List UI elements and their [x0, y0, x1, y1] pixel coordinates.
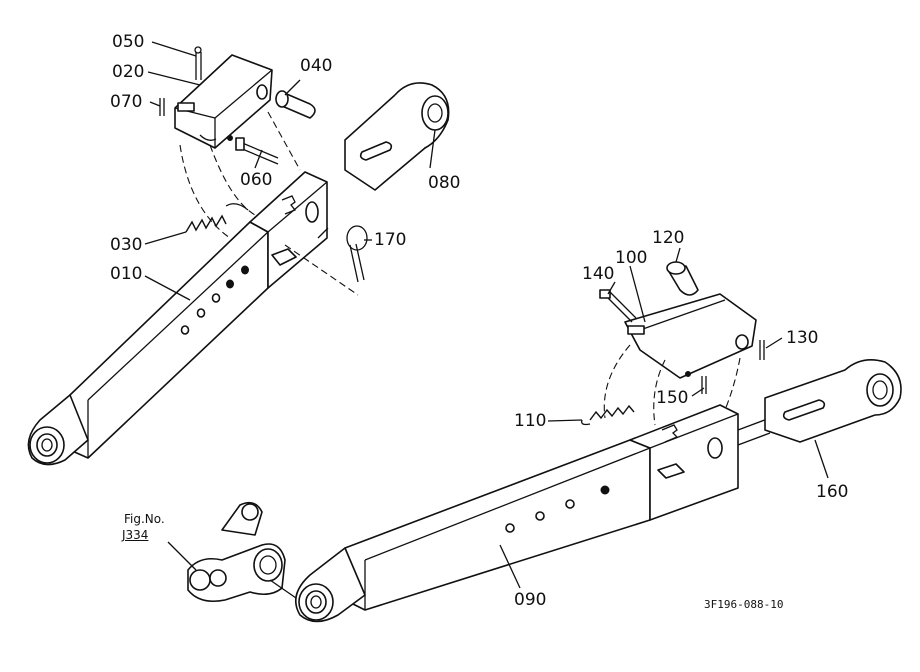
- fig-ref-label: Fig.No.: [124, 512, 165, 526]
- callout-010: 010: [110, 264, 143, 284]
- callout-110: 110: [514, 411, 547, 431]
- callout-020: 020: [112, 62, 145, 82]
- lower-link-right: [294, 404, 771, 623]
- latch-bracket-right: [624, 293, 757, 379]
- callout-040: 040: [300, 56, 333, 76]
- clevis-end-160: [764, 359, 902, 443]
- callout-060: 060: [240, 170, 273, 190]
- callout-130: 130: [786, 328, 819, 348]
- split-pin-130: [759, 340, 765, 360]
- callout-160: 160: [816, 482, 849, 502]
- callout-170: 170: [374, 230, 407, 250]
- split-pin-070: [159, 98, 165, 116]
- pin-120: [666, 261, 699, 296]
- spring-030: [185, 203, 249, 233]
- callout-140: 140: [582, 264, 615, 284]
- pin-040: [275, 90, 316, 119]
- callout-100: 100: [615, 248, 648, 268]
- callout-070: 070: [110, 92, 143, 112]
- split-pin-050: [194, 46, 202, 80]
- drawing-code: 3F196-088-10: [704, 598, 784, 611]
- leader-lines: [144, 41, 829, 599]
- split-pin-150: [701, 376, 707, 394]
- yoke-assembly-j334: [187, 501, 286, 603]
- callout-120: 120: [652, 228, 685, 248]
- callout-090: 090: [514, 590, 547, 610]
- spring-110: [581, 404, 635, 426]
- callout-150: 150: [656, 388, 689, 408]
- callout-030: 030: [110, 235, 143, 255]
- bolt-140: [599, 289, 637, 323]
- lower-link-left: [27, 171, 329, 466]
- callout-080: 080: [428, 173, 461, 193]
- fig-ref-number: J334: [122, 528, 149, 542]
- bolt-060: [235, 137, 279, 165]
- latch-bracket-left: [174, 54, 273, 149]
- callout-050: 050: [112, 32, 145, 52]
- lynch-pin-170: [346, 225, 368, 283]
